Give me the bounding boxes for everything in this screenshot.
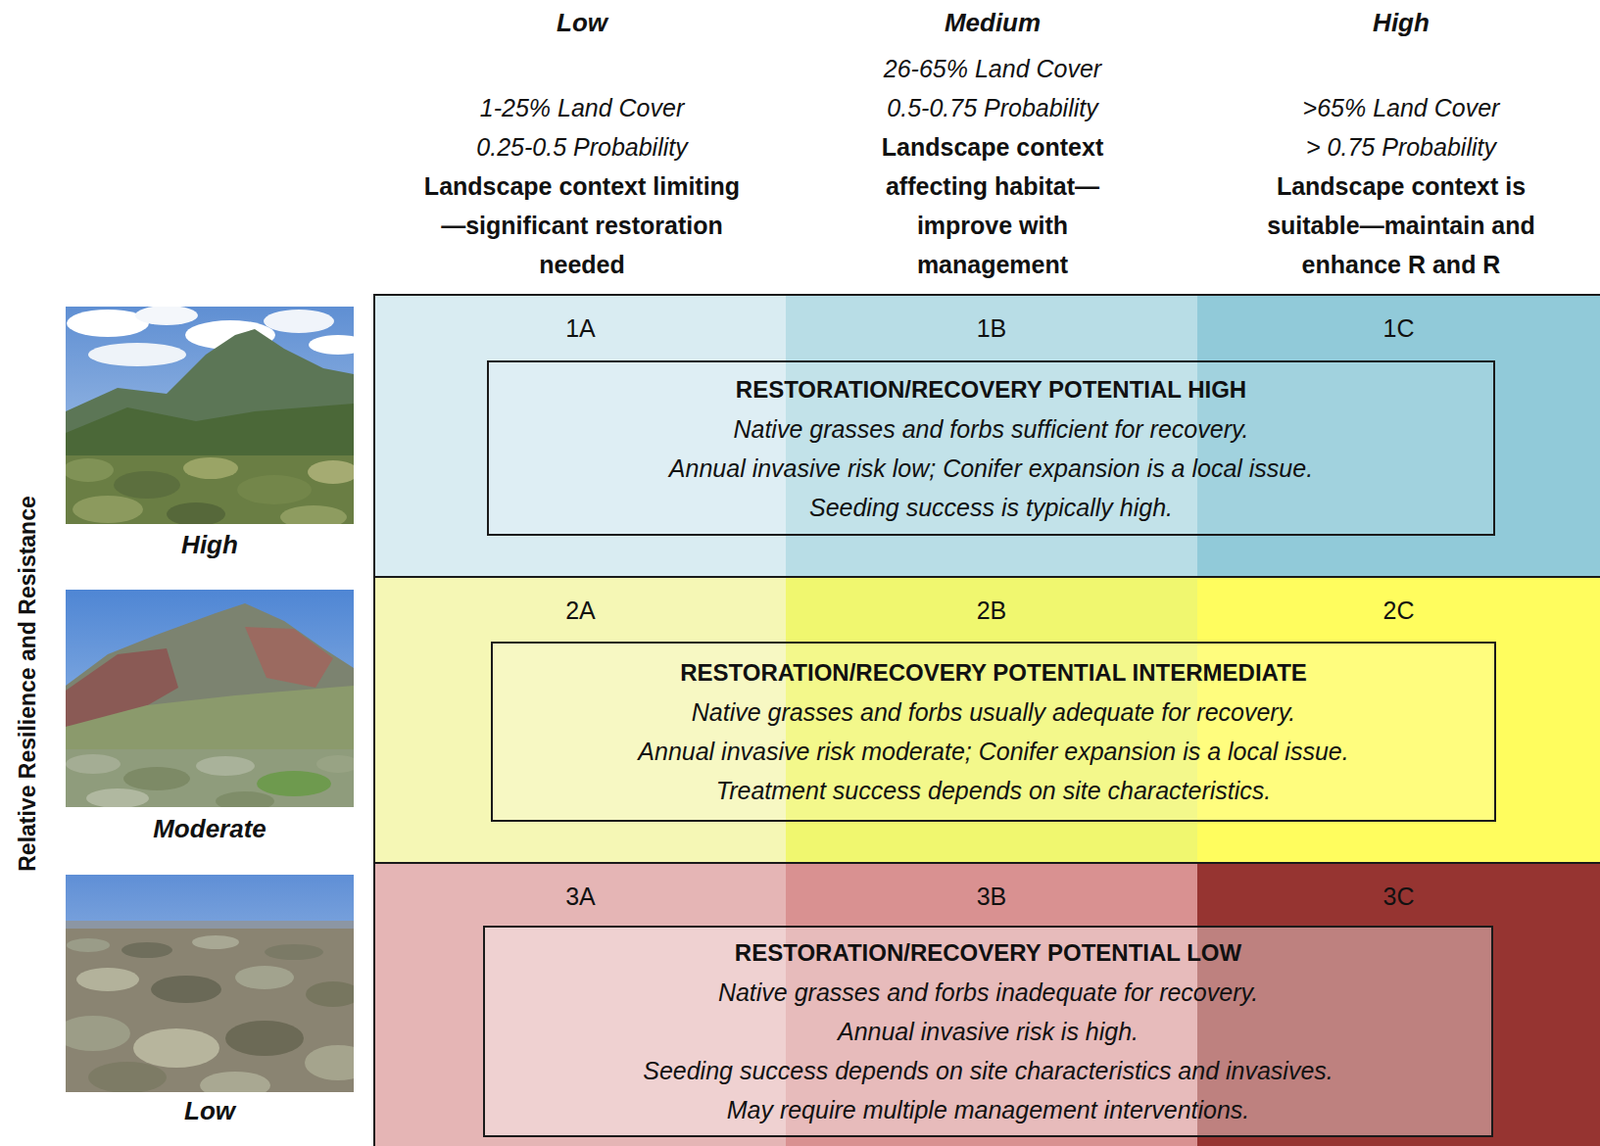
cell-code: 2C — [1197, 578, 1600, 626]
column-note: Landscape context affecting habitat—impr… — [845, 127, 1140, 285]
row-label: High — [82, 529, 338, 561]
potential-note: Seeding success is typically high. — [809, 487, 1173, 528]
potential-note: Native grasses and forbs inadequate for … — [718, 972, 1259, 1013]
potential-note: Treatment success depends on site charac… — [716, 771, 1271, 811]
row-label: Moderate — [82, 813, 338, 845]
column-range: > 0.75 Probability — [1214, 127, 1588, 167]
row-label: Low — [82, 1095, 338, 1127]
hill-photo — [65, 589, 354, 808]
column-title: High — [1254, 6, 1549, 39]
column-range: 1-25% Land Cover — [386, 88, 778, 128]
potential-note: Annual invasive risk low; Conifer expans… — [669, 448, 1313, 488]
cell-code: 2A — [375, 578, 786, 626]
column-note: Landscape context is suitable—maintain a… — [1239, 166, 1563, 285]
cell-code: 2B — [785, 578, 1198, 626]
cell-code: 3B — [785, 864, 1198, 912]
potential-title: RESTORATION/RECOVERY POTENTIAL LOW — [734, 933, 1242, 973]
column-note: Landscape context limiting—significant r… — [415, 166, 749, 285]
column-range: 26-65% Land Cover — [796, 48, 1189, 89]
potential-box: RESTORATION/RECOVERY POTENTIAL HIGHNativ… — [486, 360, 1496, 536]
potential-title: RESTORATION/RECOVERY POTENTIAL HIGH — [735, 370, 1247, 410]
column-range: 0.5-0.75 Probability — [796, 88, 1189, 128]
potential-note: Native grasses and forbs sufficient for … — [732, 409, 1249, 449]
sagebrush-photo — [65, 874, 354, 1093]
potential-note: Annual invasive risk moderate; Conifer e… — [637, 731, 1349, 772]
axis-title: Relative Resilience and Resistance — [12, 429, 43, 939]
cell-code: 3A — [375, 864, 786, 912]
potential-note: Annual invasive risk is high. — [837, 1012, 1139, 1052]
column-range: 0.25-0.5 Probability — [386, 127, 778, 167]
potential-title: RESTORATION/RECOVERY POTENTIAL INTERMEDI… — [679, 653, 1308, 693]
potential-box: RESTORATION/RECOVERY POTENTIAL INTERMEDI… — [490, 641, 1497, 823]
column-title: Medium — [845, 6, 1140, 39]
cell-code: 3C — [1197, 864, 1600, 912]
cell-code: 1B — [785, 295, 1198, 343]
potential-note: Seeding success depends on site characte… — [642, 1051, 1334, 1091]
potential-note: May require multiple management interven… — [727, 1090, 1251, 1130]
column-title: Low — [435, 6, 729, 39]
cell-code: 1A — [375, 295, 786, 343]
potential-box: RESTORATION/RECOVERY POTENTIAL LOWNative… — [483, 925, 1494, 1138]
potential-note: Native grasses and forbs usually adequat… — [691, 692, 1297, 732]
cell-code: 1C — [1197, 295, 1600, 343]
column-range: >65% Land Cover — [1214, 88, 1588, 128]
mountain-photo — [65, 306, 354, 525]
